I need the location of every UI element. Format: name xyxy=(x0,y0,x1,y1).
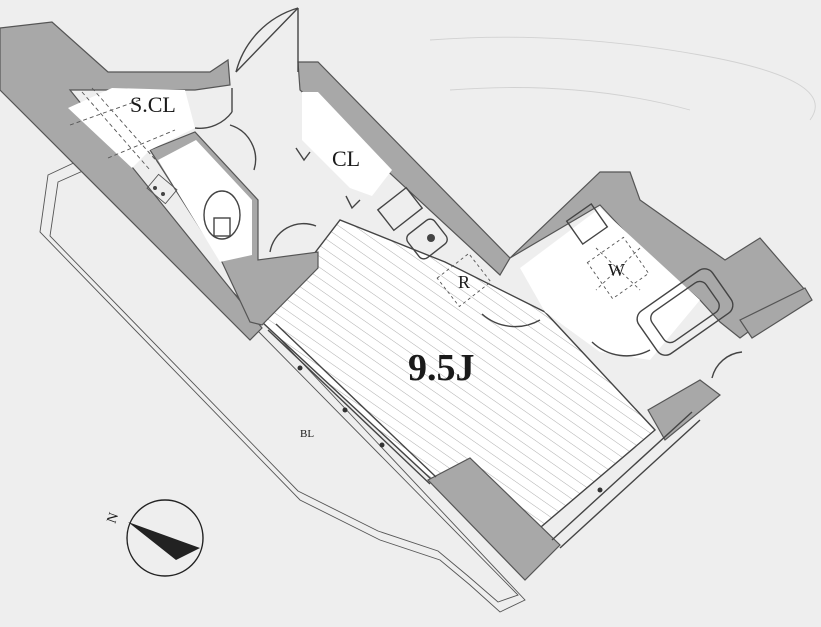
storage-closet: S.CL xyxy=(68,87,233,171)
sink-icon xyxy=(406,218,448,260)
toilet-room xyxy=(146,124,317,262)
washer-icon xyxy=(586,236,650,300)
compass-circle xyxy=(126,499,204,577)
compass-north-label: N xyxy=(105,511,123,526)
kitchen: R xyxy=(376,186,541,328)
compass-arrow-icon xyxy=(128,522,200,560)
refrigerator-label: R xyxy=(458,272,470,292)
refrigerator-icon xyxy=(436,252,492,308)
bathtub-icon xyxy=(636,268,734,356)
balcony-label: BL xyxy=(300,428,314,440)
closet-label: CL xyxy=(332,146,360,171)
main-room-label: 9.5J xyxy=(408,347,475,389)
washer-label: W xyxy=(608,260,625,280)
bathroom: W xyxy=(520,202,743,379)
closet: CL xyxy=(295,92,392,210)
storage-closet-label: S.CL xyxy=(130,92,176,117)
stove-icon xyxy=(376,186,424,232)
entrance-door xyxy=(235,7,299,73)
background-marks xyxy=(429,36,816,121)
exterior-walls xyxy=(0,21,813,581)
wash-basin-icon xyxy=(565,202,609,246)
window-marks xyxy=(267,323,701,549)
compass: N xyxy=(105,499,204,577)
